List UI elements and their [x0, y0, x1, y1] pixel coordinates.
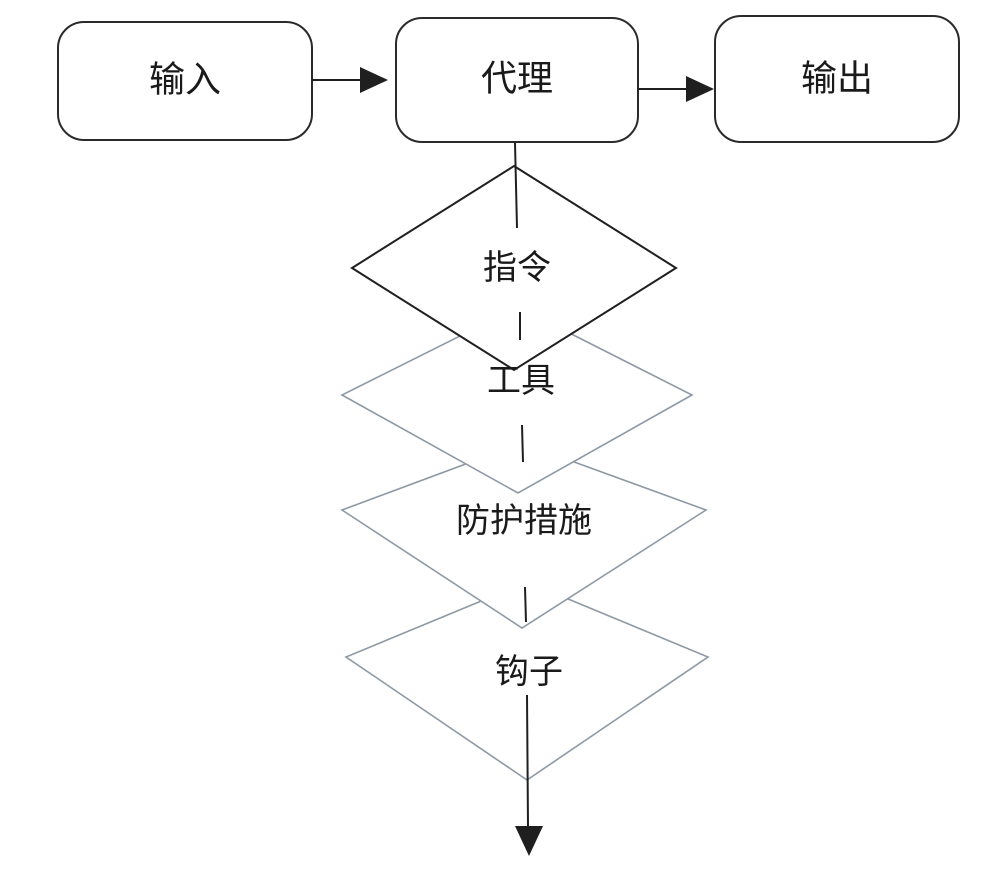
- down-arrowhead: [515, 826, 543, 856]
- tools-diamond: [340, 306, 694, 494]
- vertical-stem: [514, 142, 543, 856]
- instructions-label: 指令: [483, 248, 551, 288]
- output-label: 输出: [801, 59, 873, 100]
- tools-label: 工具: [487, 361, 555, 401]
- input-to-agent-arrow: [312, 67, 388, 93]
- input-label: 输入: [149, 60, 221, 101]
- instructions-diamond: [350, 164, 678, 372]
- hooks-label: 钩子: [495, 652, 563, 692]
- agent-to-output-arrow: [638, 76, 714, 102]
- agent-node: [395, 17, 639, 143]
- guardrails-label: 防护措施: [456, 501, 592, 541]
- agent-label: 代理: [481, 59, 553, 100]
- guardrails-diamond: [340, 442, 708, 629]
- output-node: [714, 15, 960, 143]
